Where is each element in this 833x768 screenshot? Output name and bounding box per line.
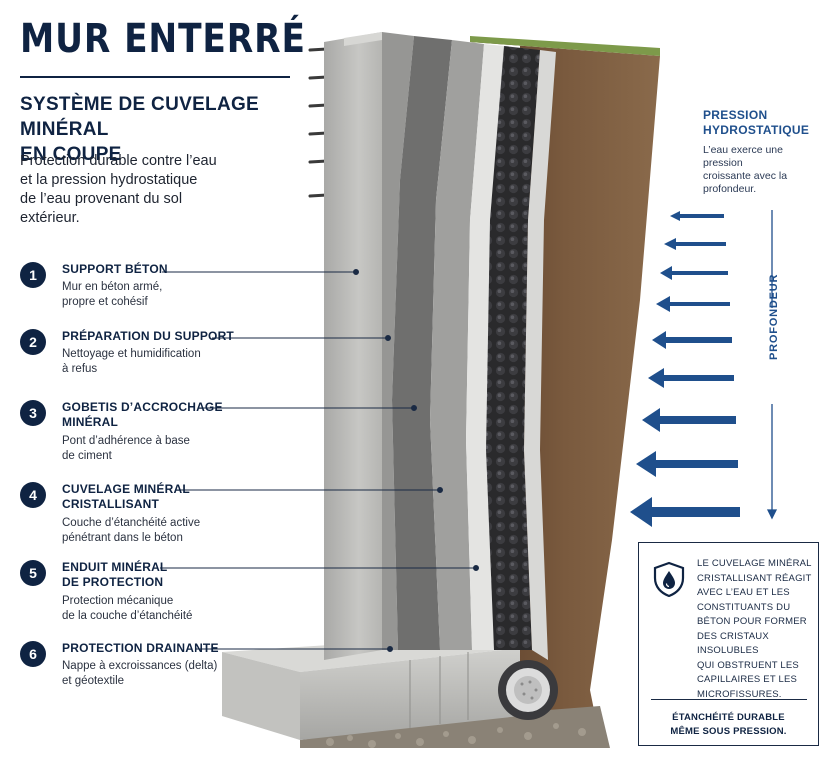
layer-desc-line: Pont d’adhérence à base (62, 435, 190, 447)
layer-desc-line: et géotextile (62, 675, 125, 687)
info-box: LE CUVELAGE MINÉRAL CRISTALLISANT RÉAGIT… (638, 542, 819, 746)
layer-title-line: DE PROTECTION (62, 575, 164, 589)
title-underline (20, 76, 290, 78)
layer-desc-line: de la couche d’étanchéité (62, 610, 193, 622)
info-text-line: AVEC L’EAU ET LES (697, 587, 790, 598)
layer-title-line: CUVELAGE MINÉRAL (62, 482, 190, 496)
info-text-line: CRISTALLISANT RÉAGIT (697, 572, 812, 584)
info-text-line: MICROFISSURES. (697, 688, 782, 700)
depth-arrow-head (766, 509, 778, 520)
info-text-line: CONSTITUANTS DU (697, 601, 791, 613)
info-text-line: LE CUVELAGE MINÉRAL (697, 558, 812, 569)
page-title: MUR ENTERRÉ (20, 16, 306, 62)
protective-render-layer (466, 44, 504, 650)
layer-desc-line: propre et cohésif (62, 296, 148, 308)
pressure-desc-line: L’eau exerce une pression (703, 144, 783, 169)
layer-title: PROTECTION DRAINANTE (62, 641, 219, 656)
water-drop-shield-icon (653, 561, 685, 597)
intro-line: Protection durable contre l’eau (20, 153, 217, 169)
layer-title: GOBETIS D’ACCROCHAGE MINÉRAL (62, 400, 223, 430)
pressure-arrows (630, 211, 740, 527)
pressure-arrow (652, 331, 732, 349)
pressure-title: PRESSION HYDROSTATIQUE (703, 108, 809, 138)
pressure-title-line: HYDROSTATIQUE (703, 123, 810, 137)
layer-title-line: CRISTALLISANT (62, 497, 160, 511)
geotextile (524, 50, 556, 660)
layer-title-line: MINÉRAL (62, 415, 119, 429)
info-footer-line: MÊME SOUS PRESSION. (670, 726, 787, 737)
layer-title-line: ENDUIT MINÉRAL (62, 560, 168, 574)
info-footer-line: ÉTANCHÉITÉ DURABLE (672, 712, 785, 723)
layer-desc-line: Protection mécanique (62, 595, 174, 607)
info-text-line: BÉTON POUR FORMER (697, 616, 807, 627)
layer-description: Pont d’adhérence à base de ciment (62, 434, 190, 464)
intro-line: et la pression hydrostatique (20, 172, 198, 188)
drainage-membrane (486, 46, 540, 650)
layer-title: SUPPORT BÉTON (62, 262, 168, 277)
pressure-arrow (656, 296, 730, 312)
info-footer: ÉTANCHÉITÉ DURABLE MÊME SOUS PRESSION. (639, 711, 818, 739)
layer-title-line: GOBETIS D’ACCROCHAGE (62, 400, 223, 414)
layer-number-badge: 3 (20, 400, 46, 426)
layer-desc-line: Couche d’étanchéité active (62, 517, 201, 529)
layer-title: CUVELAGE MINÉRAL CRISTALLISANT (62, 482, 190, 512)
layer-number-badge: 4 (20, 482, 46, 508)
layer-desc-line: à refus (62, 363, 98, 375)
pressure-arrow (636, 451, 738, 477)
layer-description: Couche d’étanchéité active pénétrant dan… (62, 516, 200, 546)
intro-line: de l’eau provenant du sol (20, 191, 183, 207)
intro-line: extérieur. (20, 210, 80, 226)
layer-number-badge: 2 (20, 329, 46, 355)
layer-desc-line: Nettoyage et humidification (62, 348, 201, 360)
subtitle-line: SYSTÈME DE CUVELAGE MINÉRAL (20, 94, 260, 140)
layer-description: Protection mécanique de la couche d’étan… (62, 594, 192, 624)
info-text-line: QUI OBSTRUENT LES (697, 659, 799, 671)
page-subtitle: SYSTÈME DE CUVELAGE MINÉRAL EN COUPE (20, 92, 320, 167)
pressure-arrow (664, 238, 726, 250)
layer-number-badge: 5 (20, 560, 46, 586)
grass (470, 36, 660, 56)
layer-desc-line: de ciment (62, 450, 112, 462)
layer-description: Nettoyage et humidification à refus (62, 347, 201, 377)
layer-title-line: PRÉPARATION DU SUPPORT (62, 329, 234, 343)
layer-description: Mur en béton armé, propre et cohésif (62, 280, 162, 310)
pressure-arrow (642, 408, 736, 432)
pressure-description: L’eau exerce une pression croissante ave… (703, 144, 823, 196)
layer-number-badge: 6 (20, 641, 46, 667)
layer-title: ENDUIT MINÉRAL DE PROTECTION (62, 560, 167, 590)
bonding-coat-layer (392, 36, 452, 650)
subtitle-line: EN COUPE (20, 144, 122, 165)
layer-title-line: SUPPORT BÉTON (62, 262, 168, 276)
info-text-line: CAPILLAIRES ET LES (697, 674, 798, 685)
pressure-arrow (630, 497, 740, 527)
layer-description: Nappe à excroissances (delta) et géotext… (62, 659, 217, 689)
layer-desc-line: pénétrant dans le béton (62, 532, 183, 544)
pressure-arrow (670, 211, 724, 221)
pressure-desc-line: croissante avec la (703, 170, 788, 182)
concrete-wall (324, 32, 382, 660)
layer-title: PRÉPARATION DU SUPPORT (62, 329, 234, 344)
info-text-line: DES CRISTAUX INSOLUBLES (697, 630, 769, 657)
intro-text: Protection durable contre l’eau et la pr… (20, 152, 310, 228)
info-divider (651, 699, 807, 700)
support-preparation-layer (382, 32, 414, 650)
layer-desc-line: Nappe à excroissances (delta) (62, 660, 218, 672)
pressure-title-line: PRESSION (703, 108, 768, 122)
layer-desc-line: Mur en béton armé, (62, 281, 163, 293)
layer-title-line: PROTECTION DRAINANTE (62, 641, 219, 655)
footing-front (222, 652, 300, 740)
pressure-desc-line: profondeur. (703, 183, 757, 195)
pressure-arrow (660, 266, 728, 280)
depth-label: PROFONDEUR (768, 273, 780, 360)
soil-backfill (470, 42, 660, 740)
pressure-arrow (648, 368, 734, 388)
info-text: LE CUVELAGE MINÉRAL CRISTALLISANT RÉAGIT… (697, 557, 815, 702)
crystalline-membrane-layer (430, 40, 484, 650)
layer-number-badge: 1 (20, 262, 46, 288)
